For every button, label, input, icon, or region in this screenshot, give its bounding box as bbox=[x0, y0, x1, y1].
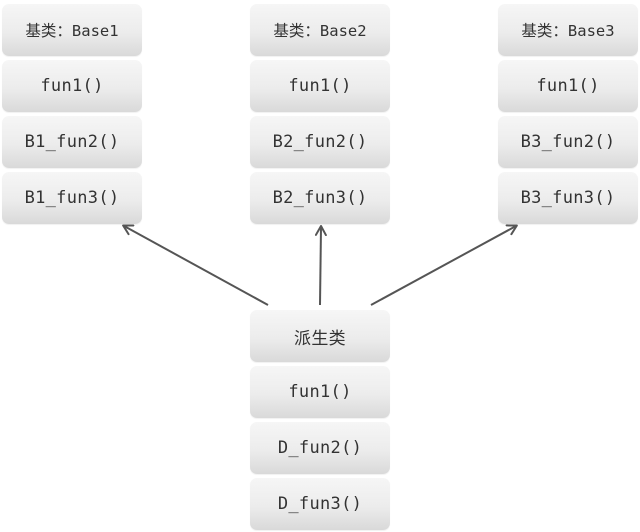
method-cell: fun1() bbox=[250, 366, 390, 418]
class-title: 基类：Base1 bbox=[2, 4, 142, 56]
method-cell: B1_fun2() bbox=[2, 116, 142, 168]
method-cell: fun1() bbox=[498, 60, 638, 112]
method-cell: D_fun3() bbox=[250, 478, 390, 530]
method-cell: D_fun2() bbox=[250, 422, 390, 474]
arrow-to-base3 bbox=[370, 224, 518, 306]
method-cell: fun1() bbox=[2, 60, 142, 112]
method-cell: B2_fun3() bbox=[250, 172, 390, 224]
arrow-to-base1 bbox=[122, 224, 269, 306]
method-cell: B3_fun3() bbox=[498, 172, 638, 224]
class-title: 基类：Base2 bbox=[250, 4, 390, 56]
class-title: 派生类 bbox=[250, 310, 390, 362]
method-cell: B2_fun2() bbox=[250, 116, 390, 168]
method-cell: B1_fun3() bbox=[2, 172, 142, 224]
arrow-to-base2 bbox=[314, 225, 327, 306]
method-cell: fun1() bbox=[250, 60, 390, 112]
method-cell: B3_fun2() bbox=[498, 116, 638, 168]
class-title: 基类：Base3 bbox=[498, 4, 638, 56]
